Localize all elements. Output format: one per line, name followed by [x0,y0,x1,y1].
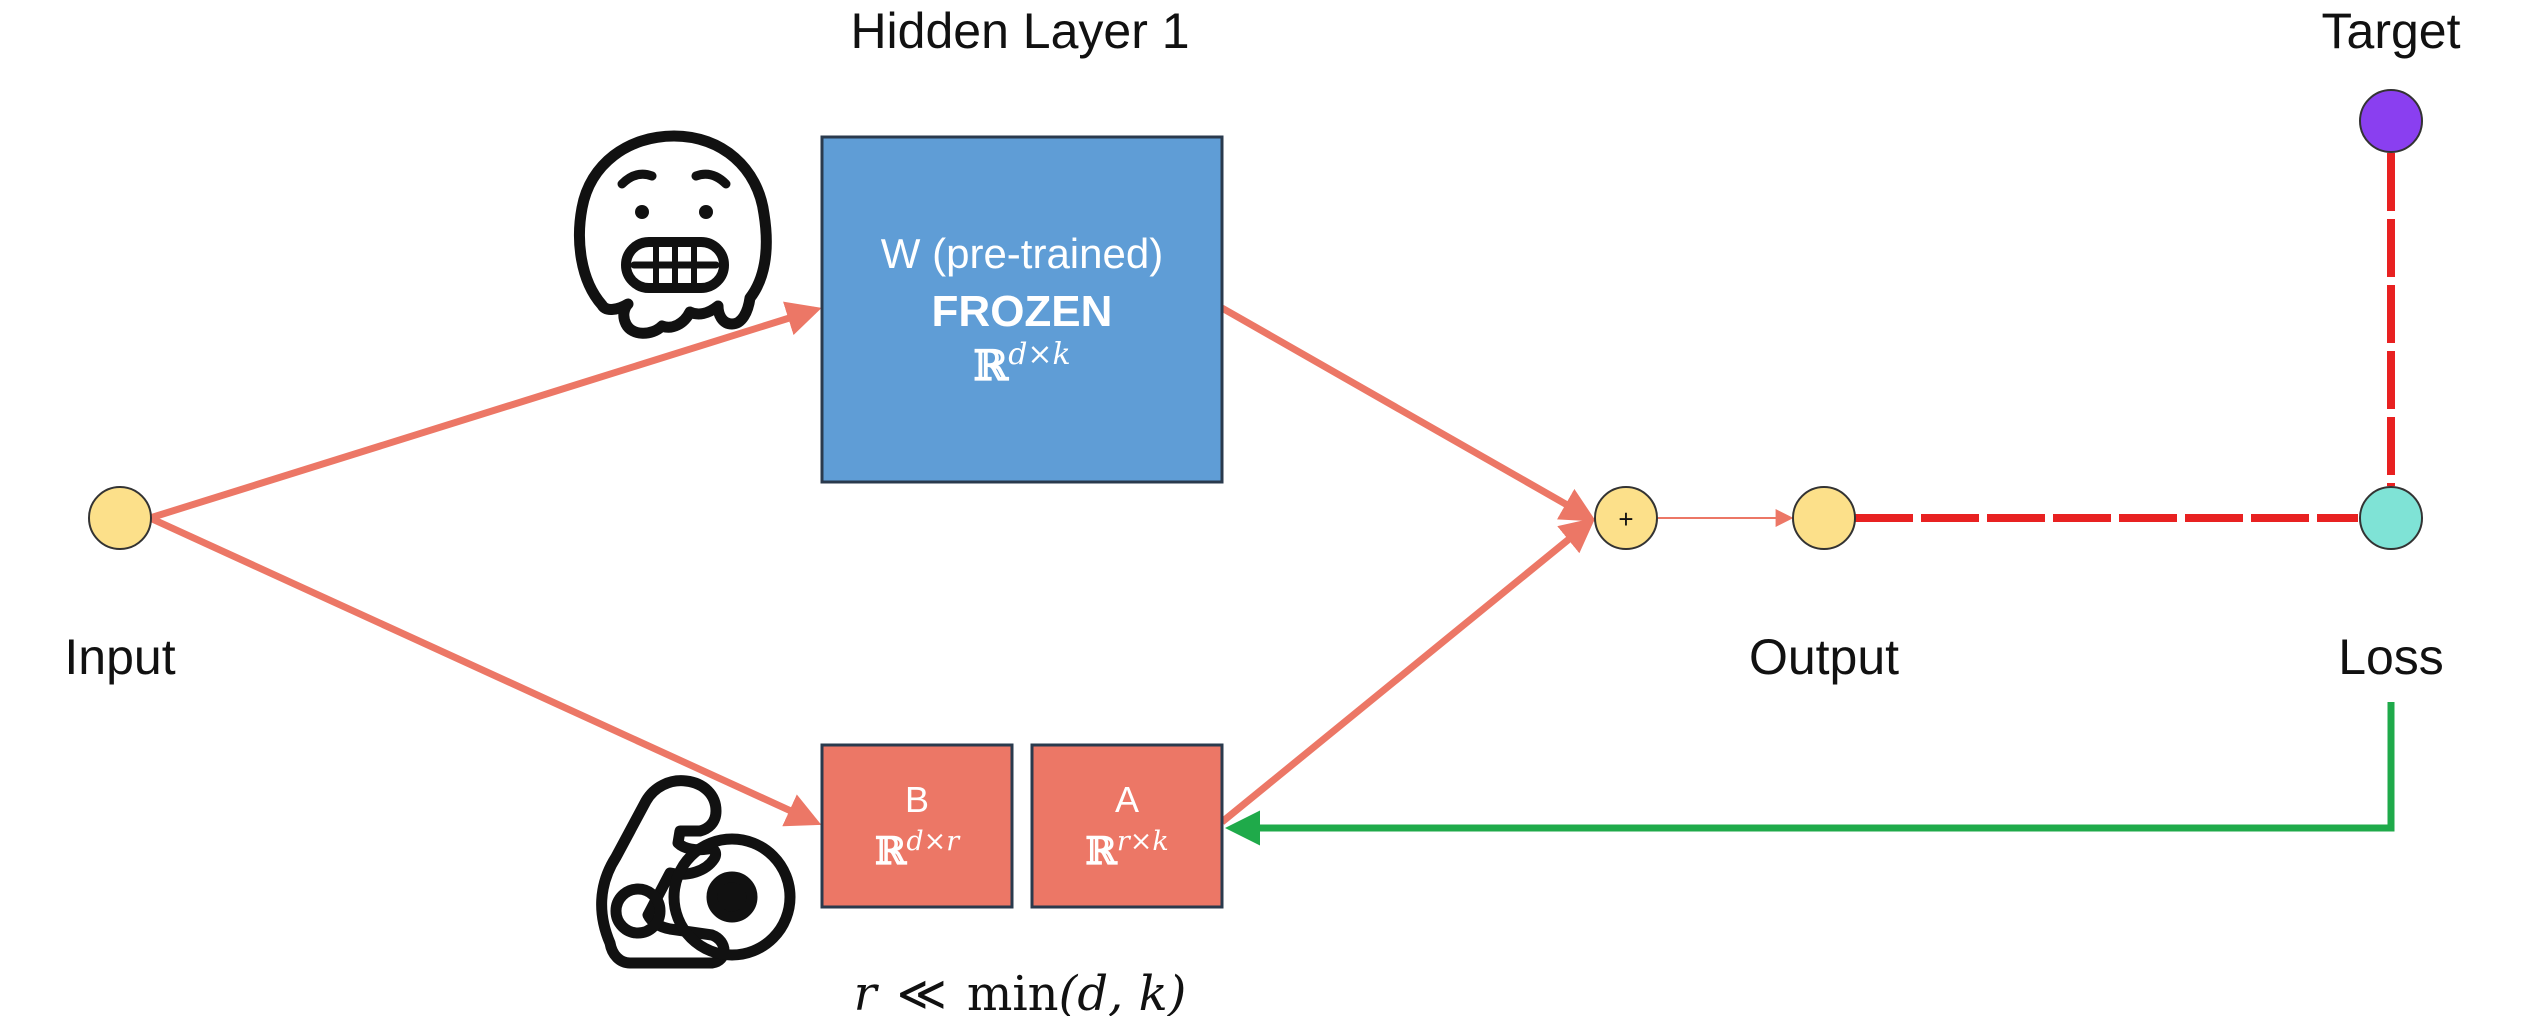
input-node [88,486,152,550]
loss-label: Loss [2338,629,2444,685]
frozen-weight-box [820,135,1224,484]
gradient-feedback-arrow [1225,702,2395,846]
arrow-a-to-sum [1219,517,1596,825]
target-node [2359,89,2423,153]
output-node [1792,486,1856,550]
adapter-b-label: B [905,779,929,820]
arrow-input-to-b [148,514,822,827]
adapter-b-space: ℝd×r [875,826,962,873]
output-label: Output [1749,629,1899,685]
adapter-a-label: A [1115,779,1139,820]
freezing-face-icon [573,130,772,339]
adapter-b-box [820,743,1014,909]
frozen-box-title: W (pre-trained) [881,230,1163,277]
adapter-a-box [1030,743,1224,909]
loss-node [2359,486,2423,550]
frozen-box-space: ℝd×k [973,337,1070,390]
target-label: Target [2322,3,2461,59]
hidden-layer-label: Hidden Layer 1 [850,3,1189,59]
input-label: Input [64,629,175,685]
adapter-a-space: ℝr×k [1085,826,1168,873]
sum-symbol: + [1618,504,1633,534]
rank-constraint: r≪min(d, k) [854,966,1187,1016]
frozen-box-status: FROZEN [932,287,1113,336]
flexed-arm-icon [596,775,796,969]
arrow-input-to-frozen [148,301,822,522]
sum-node [1594,486,1658,550]
arrow-frozen-to-sum [1220,304,1597,522]
